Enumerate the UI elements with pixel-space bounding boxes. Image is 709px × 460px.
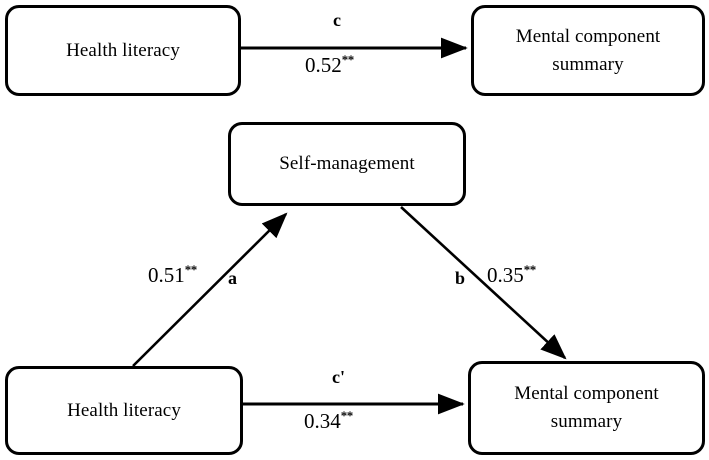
node-health-literacy-top[interactable]: Health literacy: [5, 5, 241, 96]
arrow-path-a: [132, 212, 288, 367]
node-label: Mental component summary: [506, 23, 671, 78]
arrow-path-b: [400, 206, 567, 360]
node-label-line2: summary: [552, 53, 624, 75]
path-c-prime-coefficient: 0.34**: [304, 408, 353, 434]
node-label: Health literacy: [66, 39, 180, 61]
path-b-label: b: [455, 268, 466, 288]
node-mental-component-summary-top[interactable]: Mental component summary: [471, 5, 705, 96]
path-a-coefficient: 0.51**: [148, 262, 197, 288]
node-mental-component-summary-bottom[interactable]: Mental component summary: [468, 361, 705, 455]
node-label-line2: summary: [550, 411, 623, 432]
path-c-significance: **: [341, 52, 355, 67]
path-b-coefficient: 0.35**: [487, 262, 536, 288]
path-b-coefficient-value: 0.35: [487, 263, 524, 287]
node-self-management[interactable]: Self-management: [228, 122, 466, 206]
path-c-prime-significance: **: [340, 408, 354, 423]
path-a-significance: **: [184, 262, 198, 277]
node-label: Self-management: [279, 153, 415, 175]
path-c-prime-label: c': [332, 367, 345, 387]
path-c-prime-coefficient-value: 0.34: [304, 409, 341, 433]
path-c-label: c: [333, 10, 341, 30]
node-label: Mental component summary: [504, 380, 669, 435]
path-c-coefficient: 0.52**: [305, 52, 354, 78]
path-b-significance: **: [523, 262, 537, 277]
node-health-literacy-bottom[interactable]: Health literacy: [5, 366, 243, 455]
path-c-coefficient-value: 0.52: [305, 53, 342, 77]
path-a-label: a: [228, 268, 237, 288]
node-label-line1: Mental component: [515, 25, 661, 47]
node-label: Health literacy: [67, 399, 181, 421]
node-label-line1: Mental component: [514, 383, 659, 405]
path-a-coefficient-value: 0.51: [148, 263, 185, 287]
